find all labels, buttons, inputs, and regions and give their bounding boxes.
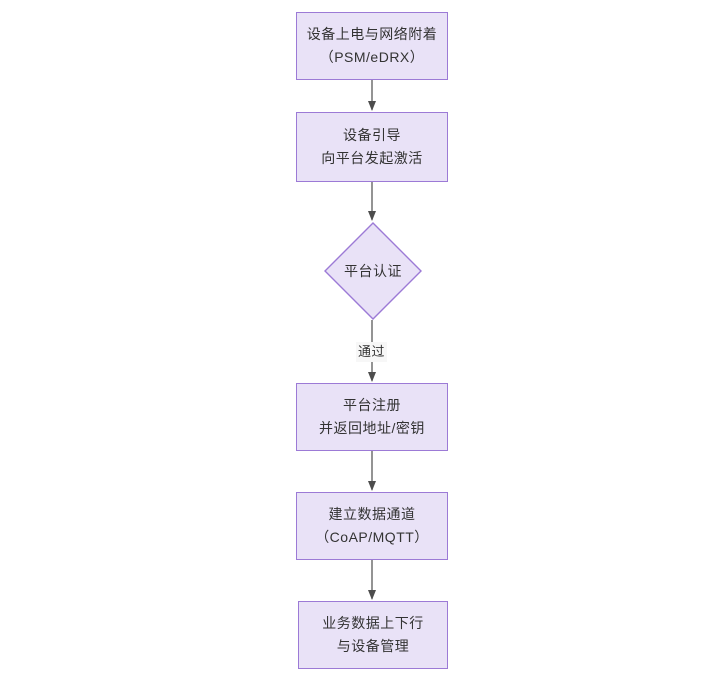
node-label-line-2: 并返回地址/密钥	[319, 420, 425, 436]
node-label-line-2: 与设备管理	[336, 638, 410, 654]
node-service-data-and-device-management[interactable]: 业务数据上下行 与设备管理	[298, 601, 448, 669]
node-device-power-on[interactable]: 设备上电与网络附着 （PSM/eDRX）	[296, 12, 448, 80]
node-label: 平台认证	[324, 222, 422, 320]
node-label-line-2: 向平台发起激活	[321, 150, 423, 166]
node-device-bootstrap[interactable]: 设备引导 向平台发起激活	[296, 112, 448, 182]
node-label-line-1: 设备上电与网络附着	[306, 26, 438, 42]
node-label-line-1: 建立数据通道	[328, 506, 416, 522]
node-label-line-2: （CoAP/MQTT）	[315, 529, 429, 545]
node-label-line-1: 业务数据上下行	[322, 615, 424, 631]
node-platform-registration[interactable]: 平台注册 并返回地址/密钥	[296, 383, 448, 451]
node-label-line-1: 平台认证	[344, 263, 402, 279]
diamond-shape	[324, 222, 422, 320]
edge-label-text: 通过	[358, 344, 386, 359]
node-establish-data-channel[interactable]: 建立数据通道 （CoAP/MQTT）	[296, 492, 448, 560]
node-label-line-1: 设备引导	[343, 127, 401, 143]
node-platform-authentication[interactable]: 平台认证	[324, 222, 422, 320]
node-label-line-1: 平台注册	[343, 397, 401, 413]
edge-label-pass: 通过	[356, 342, 388, 362]
node-label-line-2: （PSM/eDRX）	[319, 49, 425, 65]
